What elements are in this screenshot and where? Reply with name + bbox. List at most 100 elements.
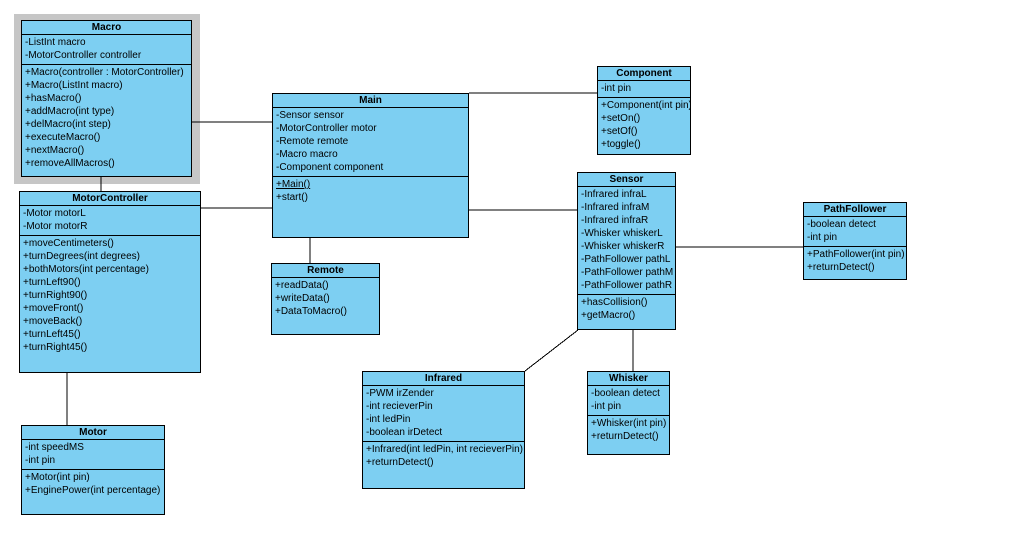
method-row: +moveCentimeters() — [23, 238, 114, 249]
class-component[interactable]: Component -int pin +Component(int pin) +set… — [597, 66, 691, 155]
class-macro[interactable]: Macro -ListInt macro -MotorController cont… — [21, 20, 192, 177]
class-whisker[interactable]: Whisker -boolean detect -int pin +Whisker(i… — [587, 371, 670, 455]
attribute-row: -int pin — [601, 83, 632, 94]
attributes-compartment: -int speedMS -int pin — [22, 440, 164, 470]
method-row: +returnDetect() — [591, 431, 659, 442]
class-motorcontroller[interactable]: MotorController-Motor motorL-Motor motor… — [19, 191, 201, 373]
attribute-row: -PathFollower pathM — [581, 267, 674, 278]
method-row: +hasMacro() — [25, 93, 82, 104]
class-title: Whisker — [588, 372, 669, 386]
method-row: +nextMacro() — [25, 145, 85, 156]
attribute-row: -int speedMS — [25, 442, 84, 453]
attribute-row: -Whisker whiskerR — [581, 241, 665, 252]
attribute-row: -boolean detect — [591, 388, 660, 399]
attributes-compartment: -Sensor sensor-MotorController motor-Rem… — [273, 108, 468, 177]
method-row: +writeData() — [275, 293, 330, 304]
attributes-compartment: -Infrared infraL -Infrared infraM -Infrare… — [578, 187, 675, 295]
methods-compartment: +PathFollower(int pin) +returnDetect() — [804, 247, 906, 279]
methods-compartment: +Whisker(int pin) +returnDetect() — [588, 416, 669, 454]
attribute-row: -Motor motorR — [23, 221, 88, 232]
methods-compartment: +readData() +writeData() +DataToMacro() — [272, 278, 379, 334]
class-infrared[interactable]: Infrared-PWM irZender-int recieverPin-in… — [362, 371, 525, 489]
method-row: +bothMotors(int percentage) — [23, 264, 149, 275]
attributes-compartment: -ListInt macro -MotorController controlle… — [22, 35, 191, 65]
attributes-compartment: -Motor motorL -Motor motorR — [20, 206, 200, 236]
attribute-row: -ListInt macro — [25, 37, 86, 48]
class-title: Component — [598, 67, 690, 81]
method-row: +removeAllMacros() — [25, 158, 115, 169]
methods-compartment: +moveCentimeters() +turnDegrees(int degre… — [20, 236, 200, 372]
method-row: +turnRight90() — [23, 290, 88, 301]
method-row: +Whisker(int pin) — [591, 418, 667, 429]
attribute-row: -MotorController motor — [276, 123, 377, 134]
class-sensor[interactable]: Sensor-Infrared infraL-Infrared infraM-I… — [577, 172, 676, 330]
class-title: Motor — [22, 426, 164, 440]
attribute-row: -int ledPin — [366, 414, 411, 425]
attribute-row: -Infrared infraM — [581, 202, 650, 213]
method-row: +turnLeft45() — [23, 329, 81, 340]
method-row: +turnDegrees(int degrees) — [23, 251, 141, 262]
attribute-row: -int pin — [591, 401, 622, 412]
class-title: Sensor — [578, 173, 675, 187]
class-motor[interactable]: Motor -int speedMS -int pin +Motor(int pin)… — [21, 425, 165, 515]
attribute-row: -Whisker whiskerL — [581, 228, 663, 239]
attribute-row: -Motor motorL — [23, 208, 86, 219]
attribute-row: -MotorController controller — [25, 50, 142, 61]
class-title: Remote — [272, 264, 379, 278]
class-remote[interactable]: Remote +readData() +writeData() +DataToMacr… — [271, 263, 380, 335]
method-row: +returnDetect() — [366, 457, 434, 468]
attributes-compartment: -int pin — [598, 81, 690, 98]
method-row: +Macro(controller : MotorController) — [25, 67, 184, 78]
class-main[interactable]: Main-Sensor sensor-MotorController motor… — [272, 93, 469, 238]
method-row: +addMacro(int type) — [25, 106, 115, 117]
method-row: +readData() — [275, 280, 329, 291]
connector-sensor-infrared[interactable] — [524, 329, 579, 372]
attribute-row: -Remote remote — [276, 136, 349, 147]
method-row: +EnginePower(int percentage) — [25, 485, 161, 496]
attribute-row: -PWM irZender — [366, 388, 434, 399]
class-title: Main — [273, 94, 468, 108]
methods-compartment: +Component(int pin)+setOn()+setOf()+togg… — [598, 98, 690, 154]
method-row: +moveBack() — [23, 316, 83, 327]
attributes-compartment: -boolean detect -int pin — [588, 386, 669, 416]
method-row: +Main() — [276, 179, 311, 190]
class-title: PathFollower — [804, 203, 906, 217]
methods-compartment: +Infrared(int ledPin, int recieverPin) +r… — [363, 442, 524, 488]
attribute-row: -boolean irDetect — [366, 427, 443, 438]
attribute-row: -int recieverPin — [366, 401, 433, 412]
class-title: Macro — [22, 21, 191, 35]
method-row: +Infrared(int ledPin, int recieverPin) — [366, 444, 524, 455]
methods-compartment: +Motor(int pin) +EnginePower(int percenta… — [22, 470, 164, 514]
method-row: +returnDetect() — [807, 262, 875, 273]
method-row: +PathFollower(int pin) — [807, 249, 905, 260]
methods-compartment: +Main() +start() — [273, 177, 468, 237]
method-row: +toggle() — [601, 139, 641, 150]
method-row: +turnRight45() — [23, 342, 88, 353]
method-row: +delMacro(int step) — [25, 119, 111, 130]
attribute-row: -PathFollower pathR — [581, 280, 673, 291]
method-row: +setOn() — [601, 113, 641, 124]
method-row: +Motor(int pin) — [25, 472, 90, 483]
method-row: +Macro(ListInt macro) — [25, 80, 123, 91]
attributes-compartment: -PWM irZender -int recieverPin -int ledPin… — [363, 386, 524, 442]
attribute-row: -Macro macro — [276, 149, 338, 160]
attribute-row: -int pin — [25, 455, 56, 466]
attribute-row: -Component component — [276, 162, 384, 173]
methods-compartment: +Macro(controller : MotorController) +Mac… — [22, 65, 191, 176]
attribute-row: -Infrared infraR — [581, 215, 649, 226]
attribute-row: -PathFollower pathL — [581, 254, 671, 265]
attribute-row: -int pin — [807, 232, 838, 243]
attribute-row: -Infrared infraL — [581, 189, 647, 200]
method-row: +getMacro() — [581, 310, 636, 321]
method-row: +hasCollision() — [581, 297, 648, 308]
method-row: +moveFront() — [23, 303, 84, 314]
class-pathfollower[interactable]: PathFollower -boolean detect -int pin +Path… — [803, 202, 907, 280]
method-row: +executeMacro() — [25, 132, 101, 143]
method-row: +DataToMacro() — [275, 306, 347, 317]
method-row: +start() — [276, 192, 308, 203]
method-row: +Component(int pin) — [601, 100, 690, 111]
methods-compartment: +hasCollision() +getMacro() — [578, 295, 675, 329]
attribute-row: -boolean detect — [807, 219, 876, 230]
